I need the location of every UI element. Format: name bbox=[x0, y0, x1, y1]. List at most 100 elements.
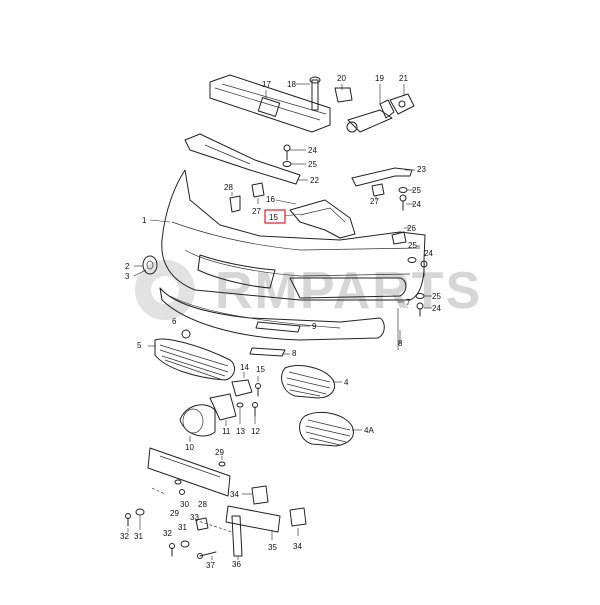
callout-28-left: 27 bbox=[252, 207, 261, 216]
clip-27 bbox=[391, 231, 407, 245]
bracket-23 bbox=[184, 133, 301, 185]
callout-25-b: 24 bbox=[412, 200, 421, 209]
callout-30-top: 29 bbox=[215, 448, 224, 457]
screw-25-right bbox=[420, 260, 428, 277]
screw-33-right bbox=[169, 543, 175, 557]
grille-4A bbox=[299, 411, 354, 447]
callout-3: 3 bbox=[125, 272, 130, 281]
callout-10: 10 bbox=[185, 443, 194, 452]
grouping-dashes bbox=[151, 308, 401, 533]
screw-25-mid bbox=[399, 194, 407, 211]
plate-22 bbox=[389, 93, 415, 115]
insert-9 bbox=[255, 321, 301, 333]
callout-13: 13 bbox=[236, 427, 245, 436]
callout-9: 9 bbox=[312, 322, 317, 331]
screw-33-left bbox=[125, 513, 131, 527]
watermark: RMPARTS bbox=[135, 260, 482, 320]
reinforcement-16-17 bbox=[289, 199, 356, 239]
callout-29-top: 28 bbox=[224, 183, 233, 192]
callout-35-left: 34 bbox=[230, 490, 239, 499]
callout-34: 33 bbox=[190, 513, 199, 522]
plug-2-3 bbox=[142, 255, 158, 275]
nut-13 bbox=[236, 402, 244, 408]
callout-31: 30 bbox=[180, 500, 189, 509]
callout-32-left: 31 bbox=[134, 532, 143, 541]
nut-30-lower bbox=[174, 479, 182, 485]
insert-8 bbox=[249, 347, 286, 357]
callout-12: 12 bbox=[251, 427, 260, 436]
callout-30-bottom: 29 bbox=[170, 509, 179, 518]
callout-36: 35 bbox=[268, 543, 277, 552]
callout-4A: 4A bbox=[364, 426, 374, 435]
callout-26-b: 25 bbox=[412, 186, 421, 195]
callout-4: 4 bbox=[344, 378, 349, 387]
screw-31 bbox=[179, 489, 185, 495]
callout-32-right: 31 bbox=[178, 523, 187, 532]
mount-35-right bbox=[289, 507, 307, 527]
fog-lamp-10 bbox=[179, 404, 216, 437]
bracket-24 bbox=[351, 167, 413, 187]
callout-24: 23 bbox=[417, 165, 426, 174]
nut-6 bbox=[181, 329, 191, 339]
washer-32-right bbox=[180, 540, 190, 548]
callout-labels: 1 2 3 4 4A 5 6 7 8 8 9 10 11 12 13 14 15… bbox=[120, 74, 441, 570]
spoiler-lip bbox=[159, 287, 385, 341]
callout-15: 15 bbox=[256, 365, 265, 374]
clip-29 bbox=[229, 195, 241, 213]
nut-26-mid bbox=[398, 187, 408, 193]
callout-28-right: 27 bbox=[370, 197, 379, 206]
callout-25-a: 24 bbox=[308, 146, 317, 155]
callout-11: 11 bbox=[222, 427, 231, 436]
clip-34 bbox=[195, 517, 209, 531]
washer-32-left bbox=[135, 508, 145, 516]
screw-38 bbox=[197, 551, 217, 559]
callout-7: 7 bbox=[406, 298, 411, 307]
callout-19: 18 bbox=[287, 80, 296, 89]
tow-eye-20 bbox=[346, 99, 395, 133]
callout-18: 17 bbox=[262, 80, 271, 89]
callout-2: 2 bbox=[125, 262, 130, 271]
callout-17: 16 bbox=[266, 195, 275, 204]
callout-33-right: 32 bbox=[163, 529, 172, 538]
callout-1: 1 bbox=[142, 216, 147, 225]
callout-20: 19 bbox=[375, 74, 384, 83]
strip-36 bbox=[225, 505, 281, 533]
nut-26-upper bbox=[282, 161, 292, 167]
callout-25-d: 24 bbox=[432, 304, 441, 313]
callout-16: 15 bbox=[269, 213, 278, 222]
clip-28-left bbox=[251, 182, 265, 198]
screw-15 bbox=[255, 383, 261, 397]
callout-26-d: 25 bbox=[432, 292, 441, 301]
bracket-11 bbox=[209, 393, 237, 421]
callout-23: 22 bbox=[310, 176, 319, 185]
nut-30-upper bbox=[218, 461, 226, 467]
grille-4 bbox=[281, 365, 335, 399]
screw-25-upper bbox=[283, 144, 291, 161]
bracket-37 bbox=[231, 515, 243, 557]
callout-35-right: 34 bbox=[293, 542, 302, 551]
callout-37: 36 bbox=[232, 560, 241, 569]
callout-33-left: 32 bbox=[120, 532, 129, 541]
mount-35 bbox=[251, 485, 269, 505]
callout-38: 37 bbox=[206, 561, 215, 570]
bracket-21 bbox=[334, 87, 353, 103]
plate-bracket-29 bbox=[147, 447, 231, 497]
bumper-cover bbox=[161, 169, 426, 301]
bracket-14 bbox=[231, 379, 253, 397]
screw-12 bbox=[252, 402, 258, 417]
bolt-19 bbox=[309, 76, 321, 111]
impact-absorber bbox=[209, 74, 331, 133]
callout-27: 26 bbox=[407, 224, 416, 233]
nut-26-right bbox=[407, 257, 417, 263]
callout-25-c: 24 bbox=[424, 249, 433, 258]
clip-28-right bbox=[371, 183, 385, 197]
watermark-text: RMPARTS bbox=[215, 262, 482, 320]
callout-26-a: 25 bbox=[308, 160, 317, 169]
callout-21: 20 bbox=[337, 74, 346, 83]
callout-29-bottom: 28 bbox=[198, 500, 207, 509]
highlight-box-16 bbox=[264, 209, 286, 224]
screw-25-lower bbox=[416, 302, 424, 317]
callout-26-c: 25 bbox=[408, 241, 417, 250]
callout-8-group: 8 bbox=[398, 339, 403, 348]
